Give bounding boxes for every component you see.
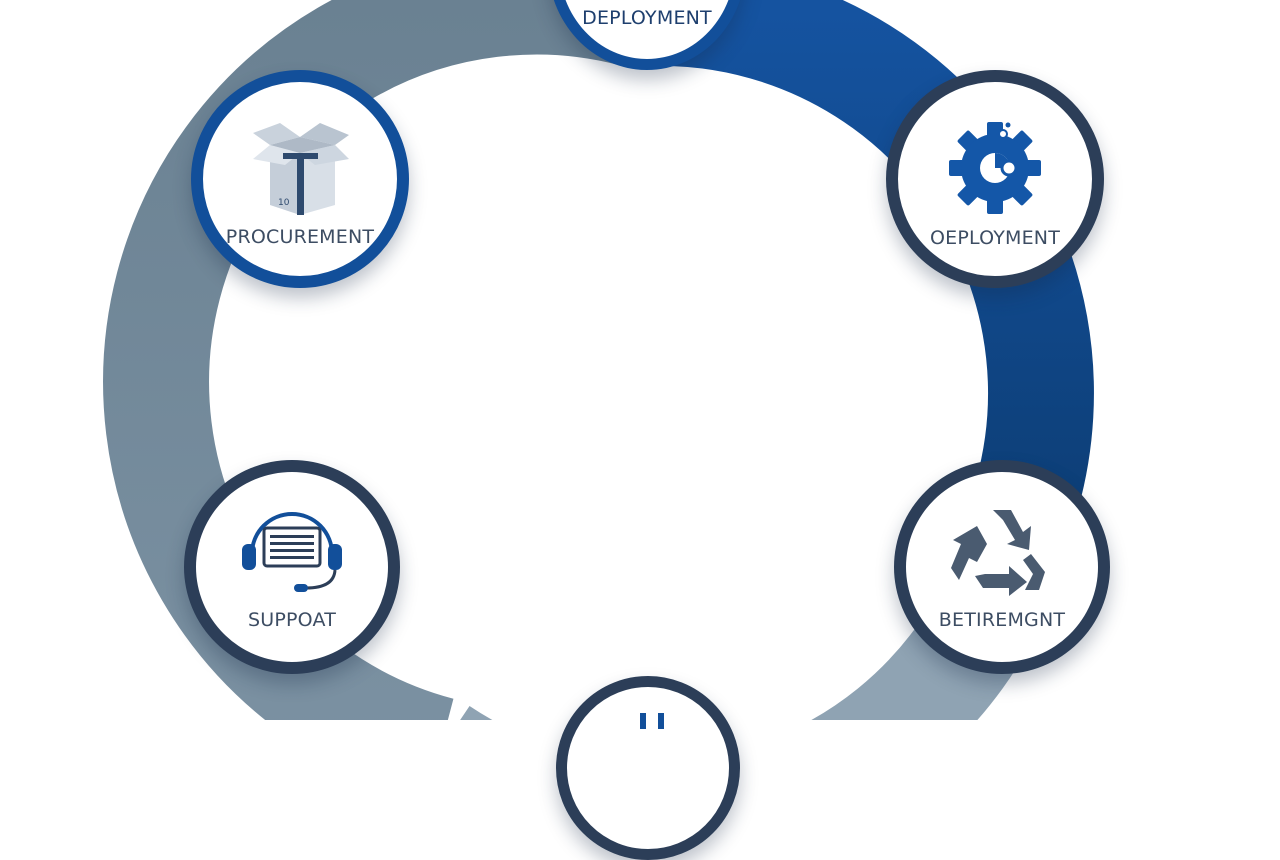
- box-icon: 10: [245, 117, 355, 222]
- node-deployment: OEPLOYMENT: [886, 70, 1104, 288]
- gear-icon: [945, 116, 1045, 221]
- node-procurement-label: PROCUREMENT: [225, 225, 375, 248]
- partial-icon: [638, 709, 668, 734]
- recycle-icon: [947, 504, 1057, 605]
- node-support-label: SUPPOAT: [247, 608, 337, 631]
- node-support: SUPPOAT: [184, 460, 400, 674]
- node-retirement: BETIREMGNT: [894, 460, 1110, 674]
- node-deployment-label: OEPLOYMENT: [929, 226, 1061, 249]
- node-bottom: [556, 676, 740, 860]
- headset-icon: [234, 504, 350, 601]
- node-procurement: 10 PROCUREMENT: [191, 70, 409, 288]
- svg-text:10: 10: [278, 198, 290, 208]
- node-retirement-label: BETIREMGNT: [938, 608, 1066, 631]
- node-top-label: DEPLOYMENT: [582, 7, 712, 29]
